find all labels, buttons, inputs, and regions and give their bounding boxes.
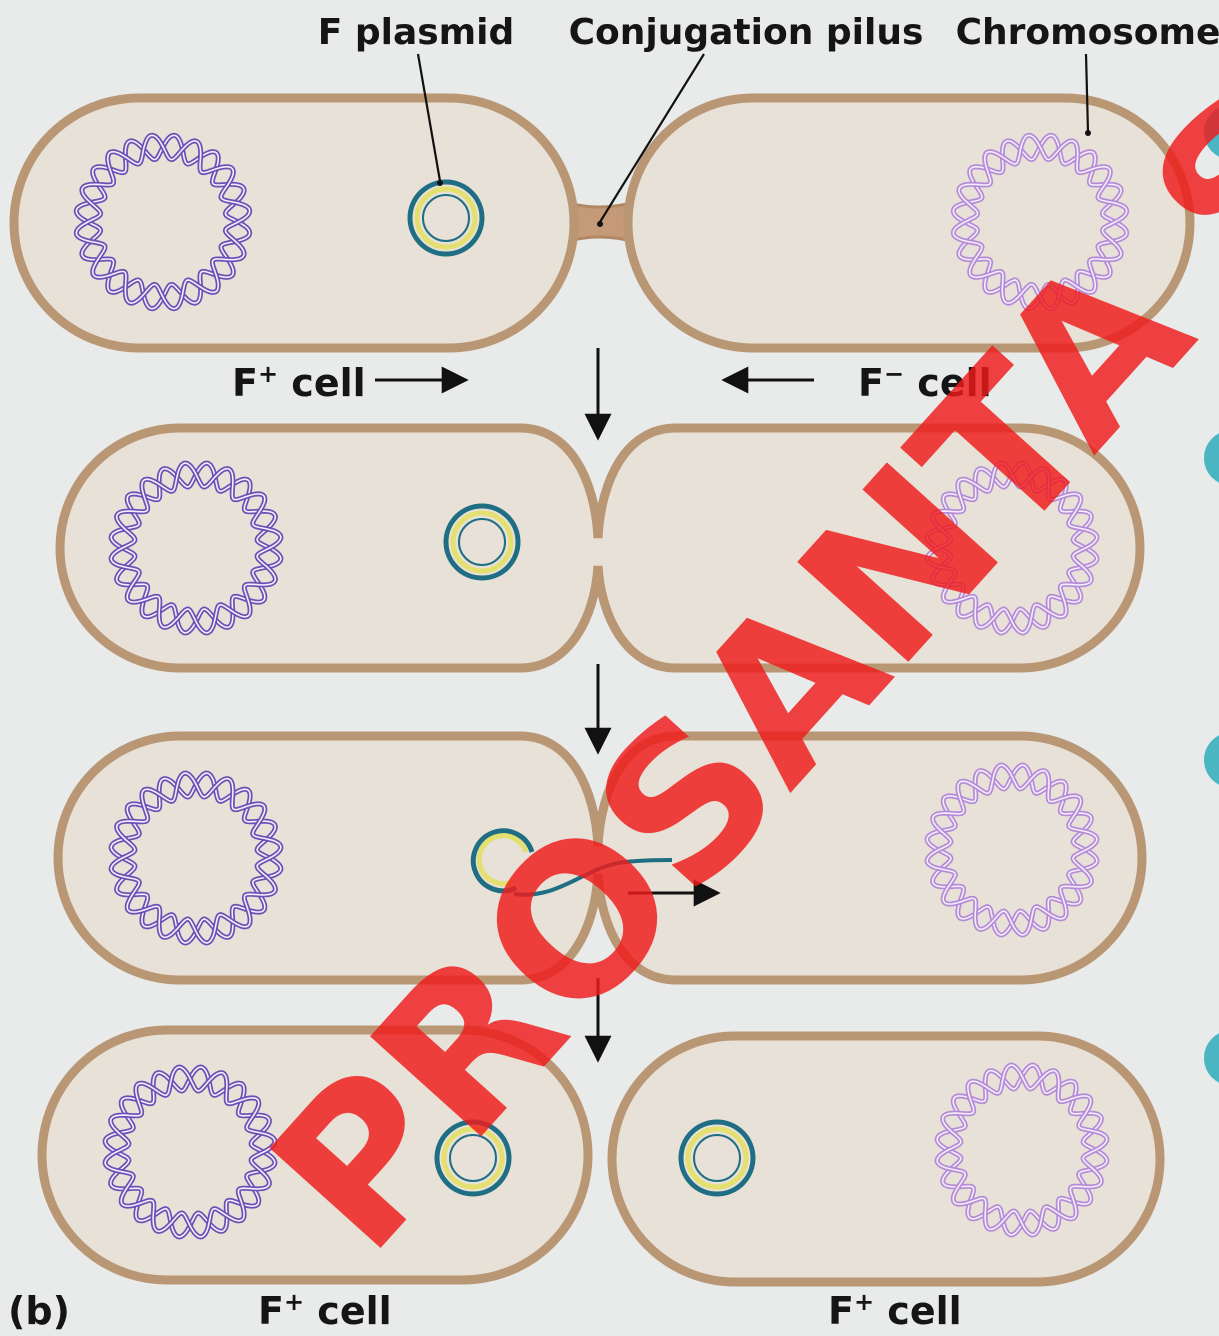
final-left-cell-label: F+ cell xyxy=(258,1288,392,1332)
panel-label: (b) xyxy=(8,1289,70,1332)
final-right-cell-label: F+ cell xyxy=(828,1288,962,1332)
f-plasmid-label: F plasmid xyxy=(318,12,515,53)
conjugation-pilus-label: Conjugation pilus xyxy=(569,12,924,53)
chromosome-label: Chromosome xyxy=(956,12,1219,53)
donor-cell-stage1 xyxy=(14,98,574,348)
donor-cell-label: F+ cell xyxy=(232,360,366,405)
